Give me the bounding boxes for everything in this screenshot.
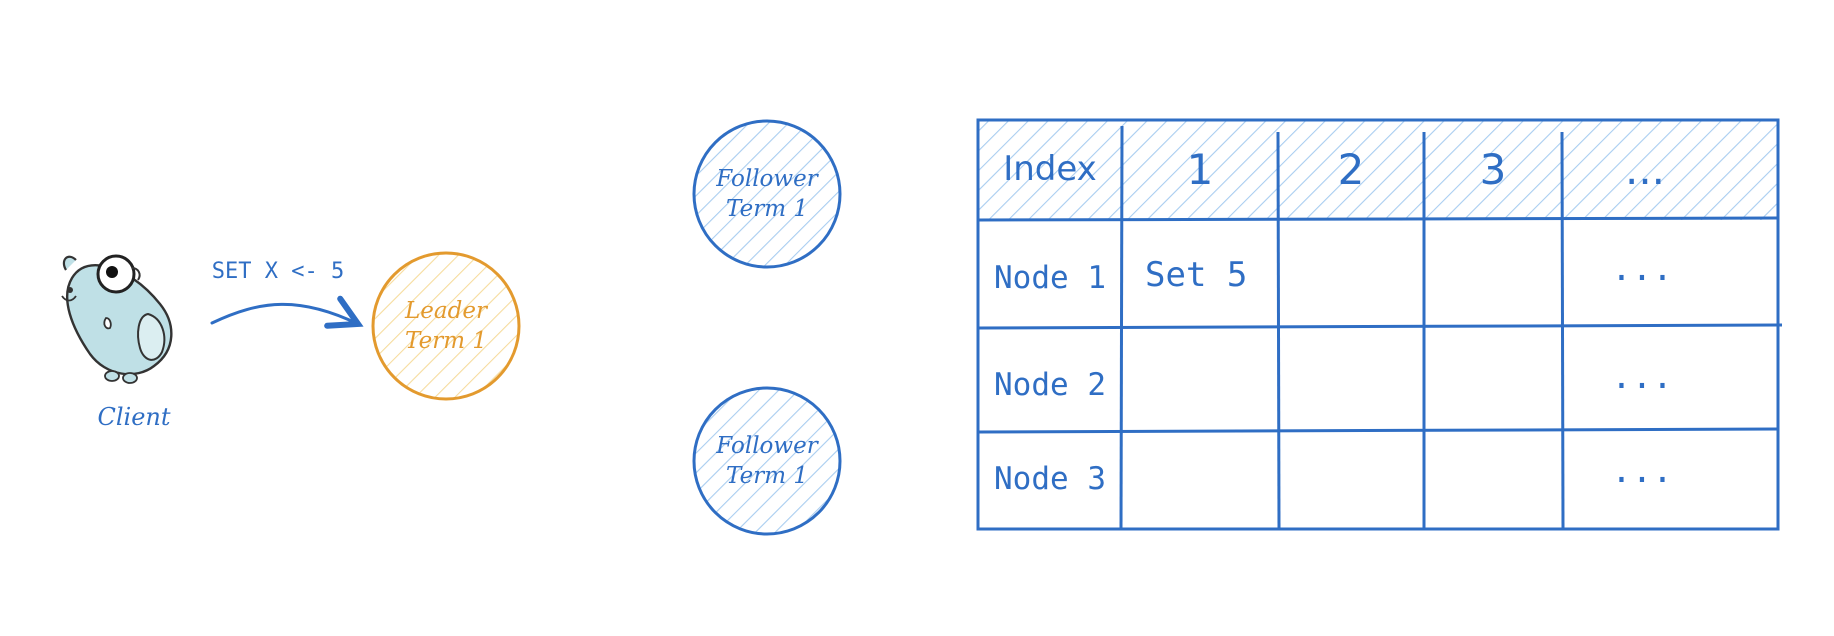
follower-role: Follower — [715, 433, 819, 459]
log-ellipsis: ... — [1611, 249, 1672, 289]
request: SET X <- 5 — [210, 259, 358, 324]
log-table-header-band — [978, 120, 1778, 220]
log-entry: Set 5 — [1145, 255, 1247, 295]
leader-role: Leader — [404, 298, 489, 324]
follower-node: Follower Term 1 — [692, 386, 842, 536]
column-divider — [1276, 131, 1281, 530]
follower-node: Follower Term 1 — [692, 119, 842, 269]
log-ellipsis: ... — [1611, 451, 1672, 491]
follower-term: Term 1 — [726, 196, 808, 222]
column-divider — [1119, 125, 1124, 530]
request-label: SET X <- 5 — [212, 259, 344, 284]
leader-node: Leader Term 1 — [371, 251, 521, 401]
client: Client — [61, 254, 173, 431]
leader-term: Term 1 — [405, 328, 487, 354]
curved-arrow-icon — [210, 304, 358, 324]
row-label: Node 2 — [994, 367, 1106, 403]
log-ellipsis: ... — [1611, 357, 1672, 397]
header-column: 1 — [1187, 145, 1214, 194]
follower-term: Term 1 — [726, 463, 808, 489]
header-column: ... — [1625, 145, 1665, 194]
client-label: Client — [97, 403, 170, 431]
row-divider — [977, 216, 1779, 222]
row-label: Node 1 — [994, 260, 1106, 296]
row-label: Node 3 — [994, 461, 1106, 497]
follower-role: Follower — [715, 166, 819, 192]
log-table: Index 1 2 3 ... Node 1 Set 5 ... Node 2 … — [976, 118, 1783, 531]
header-index: Index — [1003, 149, 1097, 189]
gopher-icon — [61, 254, 173, 384]
row-divider — [977, 323, 1783, 330]
row-divider — [977, 427, 1779, 434]
header-column: 2 — [1338, 145, 1365, 194]
column-divider — [1560, 131, 1565, 530]
header-column: 3 — [1480, 145, 1507, 194]
